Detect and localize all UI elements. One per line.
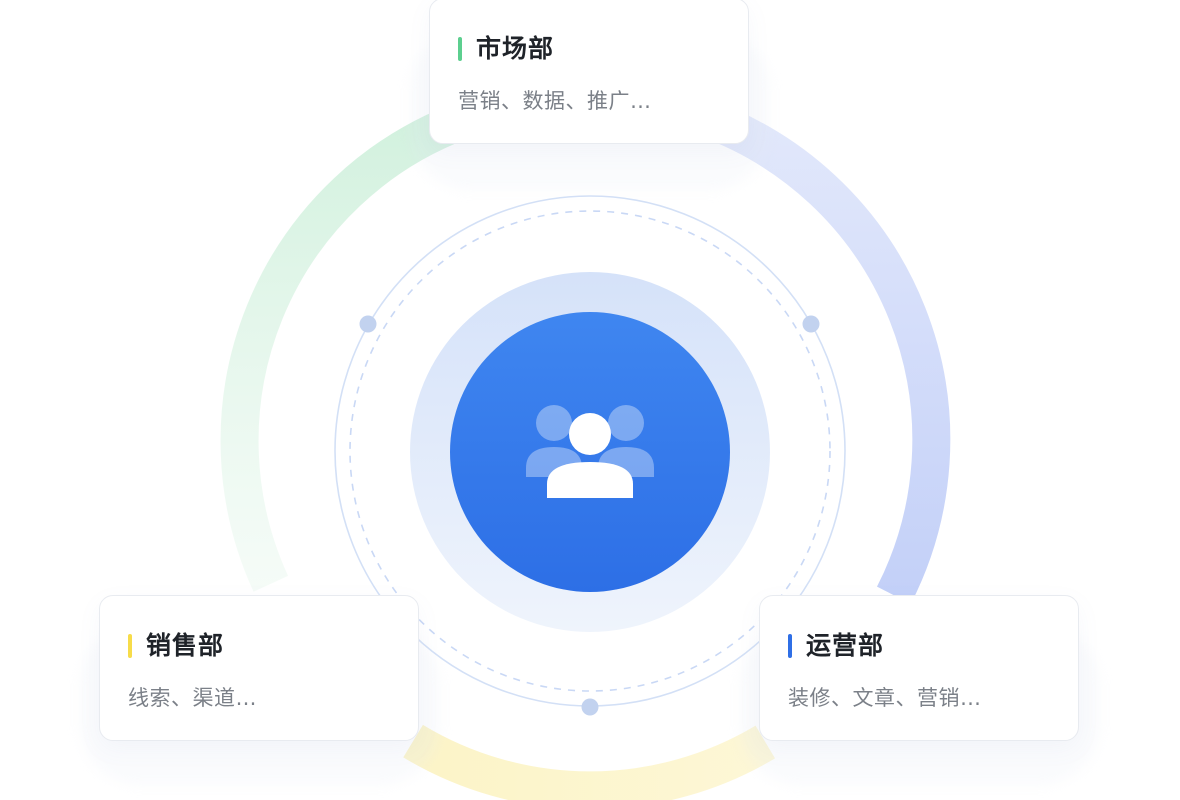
department-title: 销售部: [146, 631, 225, 660]
department-title: 运营部: [806, 631, 885, 660]
department-description: 营销、数据、推广…: [458, 89, 652, 113]
accent-bar: [788, 634, 792, 658]
card-title-row: 运营部: [788, 630, 884, 662]
card-title-row: 销售部: [128, 630, 224, 662]
department-card-market[interactable]: 市场部 营销、数据、推广…: [429, 0, 749, 144]
user-group-icon: [526, 405, 654, 498]
card-title-row: 市场部: [458, 33, 554, 65]
ring-segment-operations: [698, 100, 951, 604]
accent-bar: [458, 37, 462, 61]
ring-dot-right: [802, 315, 820, 333]
accent-bar: [128, 634, 132, 658]
ring-segment-sales: [403, 724, 776, 800]
ring-dot-bottom: [581, 698, 599, 716]
department-card-sales[interactable]: 销售部 线索、渠道…: [99, 595, 419, 741]
department-card-operations[interactable]: 运营部 装修、文章、营销…: [759, 595, 1079, 741]
department-description: 装修、文章、营销…: [788, 686, 982, 710]
inner-dashed-ring: [349, 210, 831, 692]
ring-dot-left: [359, 315, 377, 333]
department-description: 线索、渠道…: [128, 686, 257, 710]
department-title: 市场部: [476, 34, 555, 63]
ring-segment-market: [220, 103, 467, 592]
